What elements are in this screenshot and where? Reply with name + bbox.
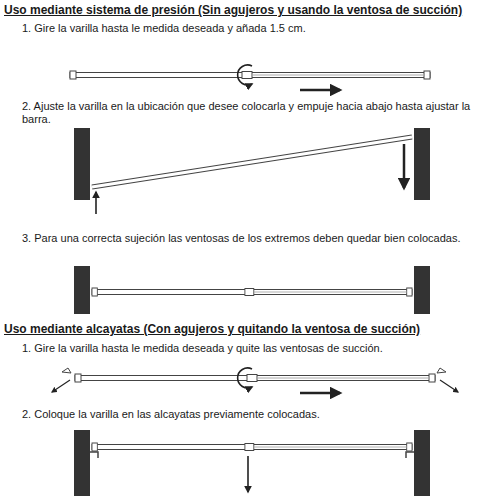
wall-mounting [74, 128, 430, 214]
step-text: 2. Ajuste la varilla en la ubicación que… [22, 100, 492, 126]
step-text: 2. Coloque la varilla en las alcayatas p… [22, 408, 320, 421]
step-text: 3. Para una correcta sujeción las ventos… [22, 232, 460, 245]
wall-mounting [74, 266, 430, 314]
section-heading: Uso mediante sistema de presión (Sin agu… [4, 3, 462, 17]
step-text: 1. Gire la varilla hasta le medida desea… [22, 342, 383, 355]
wall-mounting [74, 430, 430, 496]
rod [52, 368, 458, 393]
step-text: 1. Gire la varilla hasta le medida desea… [22, 22, 306, 35]
rod [70, 65, 430, 90]
section-heading: Uso mediante alcayatas (Con agujeros y q… [4, 322, 420, 336]
